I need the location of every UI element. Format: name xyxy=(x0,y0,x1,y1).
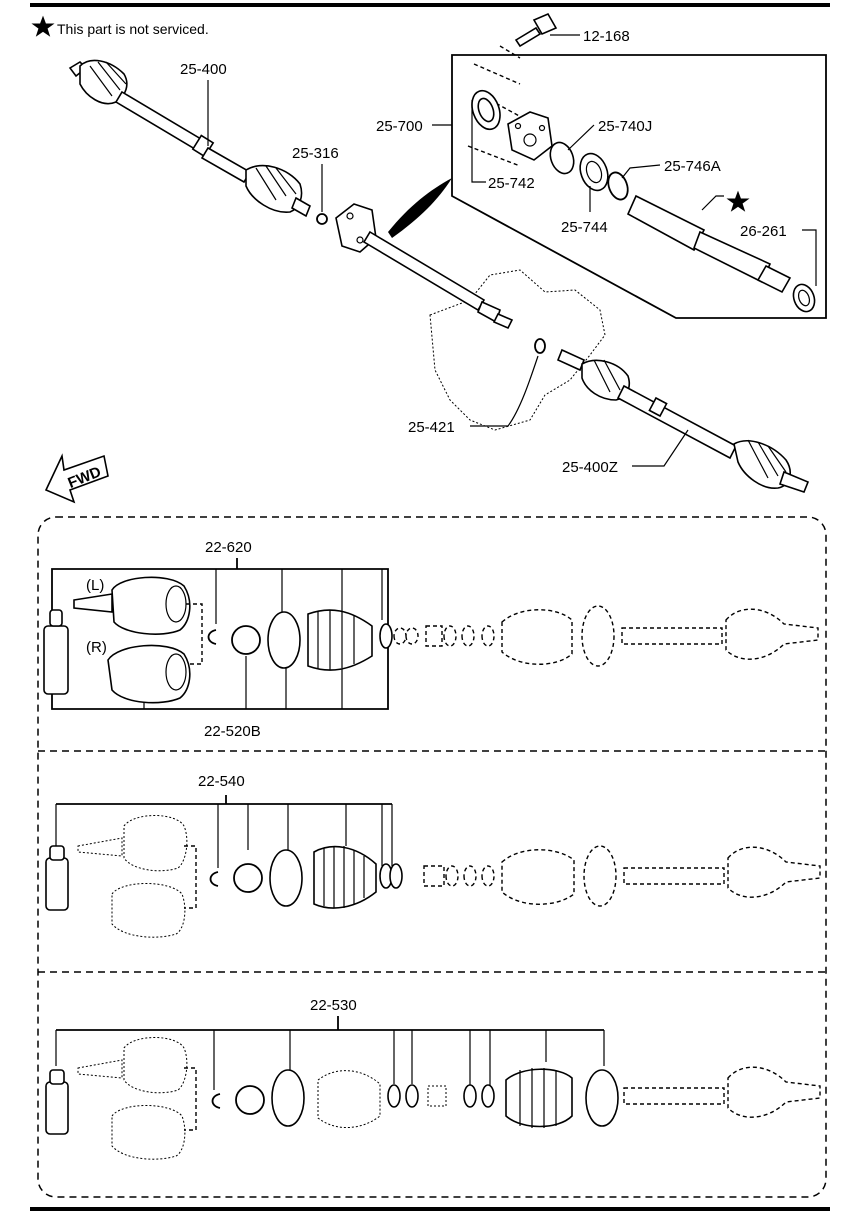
callout-22-520B: 22-520B xyxy=(204,723,261,740)
seal-26-261 xyxy=(792,283,816,313)
callout-25-744: 25-744 xyxy=(561,219,608,236)
kit-row1-shaft-ghost xyxy=(393,605,819,667)
callout-25-400Z: 25-400Z xyxy=(562,459,618,476)
clip-25-421 xyxy=(534,338,546,354)
kit-22-530 xyxy=(45,1016,619,1160)
bearing-housing-25-740J xyxy=(507,111,553,161)
top-border xyxy=(30,3,830,7)
seal-25-742 xyxy=(471,89,501,131)
label-left-joint: (L) xyxy=(86,577,104,594)
kit-22-540 xyxy=(45,795,403,938)
clip-25-316 xyxy=(316,213,328,225)
joint-shaft-star xyxy=(626,194,792,294)
left-drive-shaft xyxy=(68,59,312,218)
callout-25-316: 25-316 xyxy=(292,145,339,162)
star-icon xyxy=(31,15,55,37)
upper-leaders xyxy=(207,34,817,467)
callout-25-746A: 25-746A xyxy=(664,158,721,175)
callout-22-530: 22-530 xyxy=(310,997,357,1014)
bearing-25-740J xyxy=(549,141,575,175)
star-icon xyxy=(726,190,750,212)
bolt-12-168 xyxy=(514,12,558,48)
fwd-arrow-icon: FWD xyxy=(44,453,109,504)
note-text: This part is not serviced. xyxy=(57,21,209,37)
callout-25-400: 25-400 xyxy=(180,61,227,78)
callout-25-740J: 25-740J xyxy=(598,118,652,135)
callout-12-168: 12-168 xyxy=(583,28,630,45)
label-right-joint: (R) xyxy=(86,639,107,656)
kit-row2-shaft-ghost xyxy=(423,845,821,907)
intermediate-shaft xyxy=(335,203,514,330)
callout-22-540: 22-540 xyxy=(198,773,245,790)
bolt-dash-line xyxy=(499,45,521,59)
callout-25-421: 25-421 xyxy=(408,419,455,436)
kit-22-620: (L) (R) xyxy=(43,558,393,710)
detail-pointer xyxy=(388,178,452,238)
kit-row3-shaft-ghost xyxy=(623,1066,821,1118)
bearing-25-744 xyxy=(579,152,609,192)
kit-panel xyxy=(37,516,827,1198)
bottom-border xyxy=(30,1207,830,1211)
detail-box xyxy=(451,54,827,319)
callout-26-261: 26-261 xyxy=(740,223,787,240)
clip-25-746A xyxy=(607,171,629,201)
not-serviced-note: This part is not serviced. xyxy=(31,15,209,37)
callout-22-620: 22-620 xyxy=(205,539,252,556)
right-drive-shaft xyxy=(556,348,810,493)
callout-25-742: 25-742 xyxy=(488,175,535,192)
callout-25-700: 25-700 xyxy=(376,118,423,135)
